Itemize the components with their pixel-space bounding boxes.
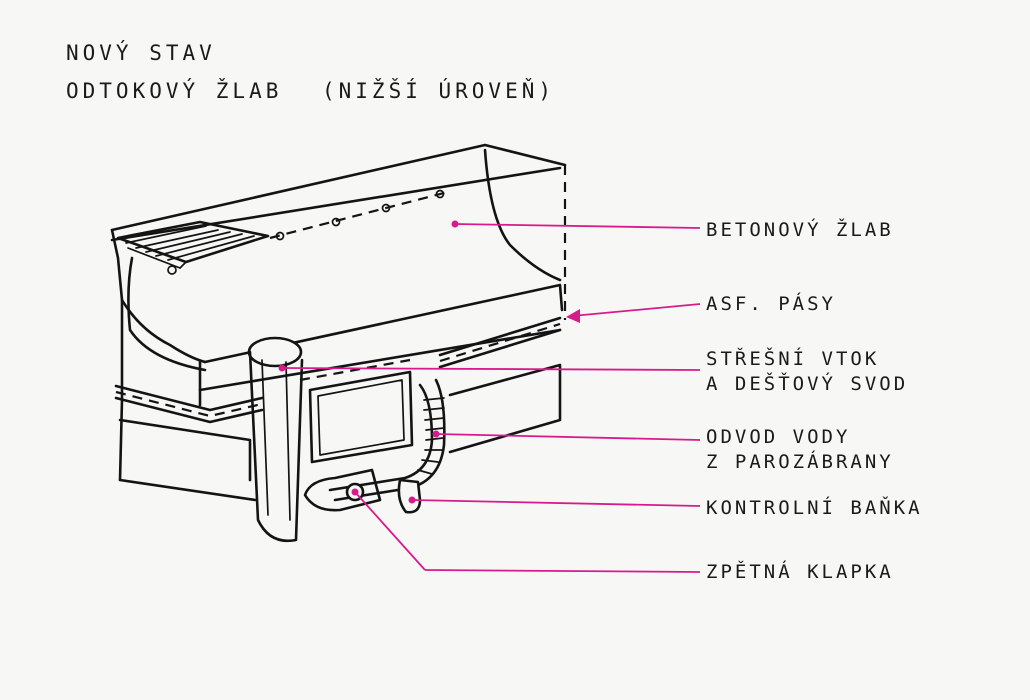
hole-3 [381,203,391,213]
label-stresni-vtok-1: STŘEŠNÍ VTOK [706,346,879,370]
gutter-trough-left [127,256,207,372]
labels: BETONOVÝ ŽLAB ASF. PÁSY STŘEŠNÍ VTOK A D… [706,218,923,583]
leader-lines [278,220,701,573]
base-layer-bottom [118,478,257,502]
label-betonovy-zlab: BETONOVÝ ŽLAB [706,218,894,241]
hole-1 [275,231,285,241]
gutter-top-back-edge [110,143,567,232]
label-stresni-vtok-2: A DEŠŤOVÝ SVOD [706,371,908,395]
hole-4 [435,189,445,199]
gutter-trough-right [483,148,562,282]
gutter-front-top-edge [203,283,564,364]
valve-assembly [303,468,422,514]
gutter-inner-curve-left [120,298,207,364]
hole-2 [331,217,341,227]
base-layer-left [118,418,252,482]
label-zpetna-klapka: ZPĚTNÁ KLAPKA [706,560,894,583]
asphalt-strips [114,316,562,424]
inspection-box [308,370,414,464]
label-odvod-vody-2: Z PAROZÁBRANY [706,450,894,473]
gutter-left-face [110,228,124,482]
label-asf-pasy: ASF. PÁSY [706,292,836,315]
gutter-front-bottom-edge [198,328,562,392]
top-holes-line [269,190,449,240]
title-line-2: ODTOKOVÝ ŽLAB [66,78,282,103]
striped-cap [116,220,270,269]
downpipe [247,336,304,543]
drain-hose [328,378,446,502]
label-kontrolni-banka: KONTROLNÍ BAŇKA [706,496,923,519]
title-line-2-suffix: (NIŽŠÍ ÚROVEŇ) [322,78,555,103]
label-odvod-vody-1: ODVOD VODY [706,426,850,448]
base-layer-right [448,363,562,454]
hole-left [167,265,177,275]
title-line-1: NOVÝ STAV [66,40,216,65]
gutter-top-front-edge [110,166,562,242]
gutter-drawing [110,143,567,543]
